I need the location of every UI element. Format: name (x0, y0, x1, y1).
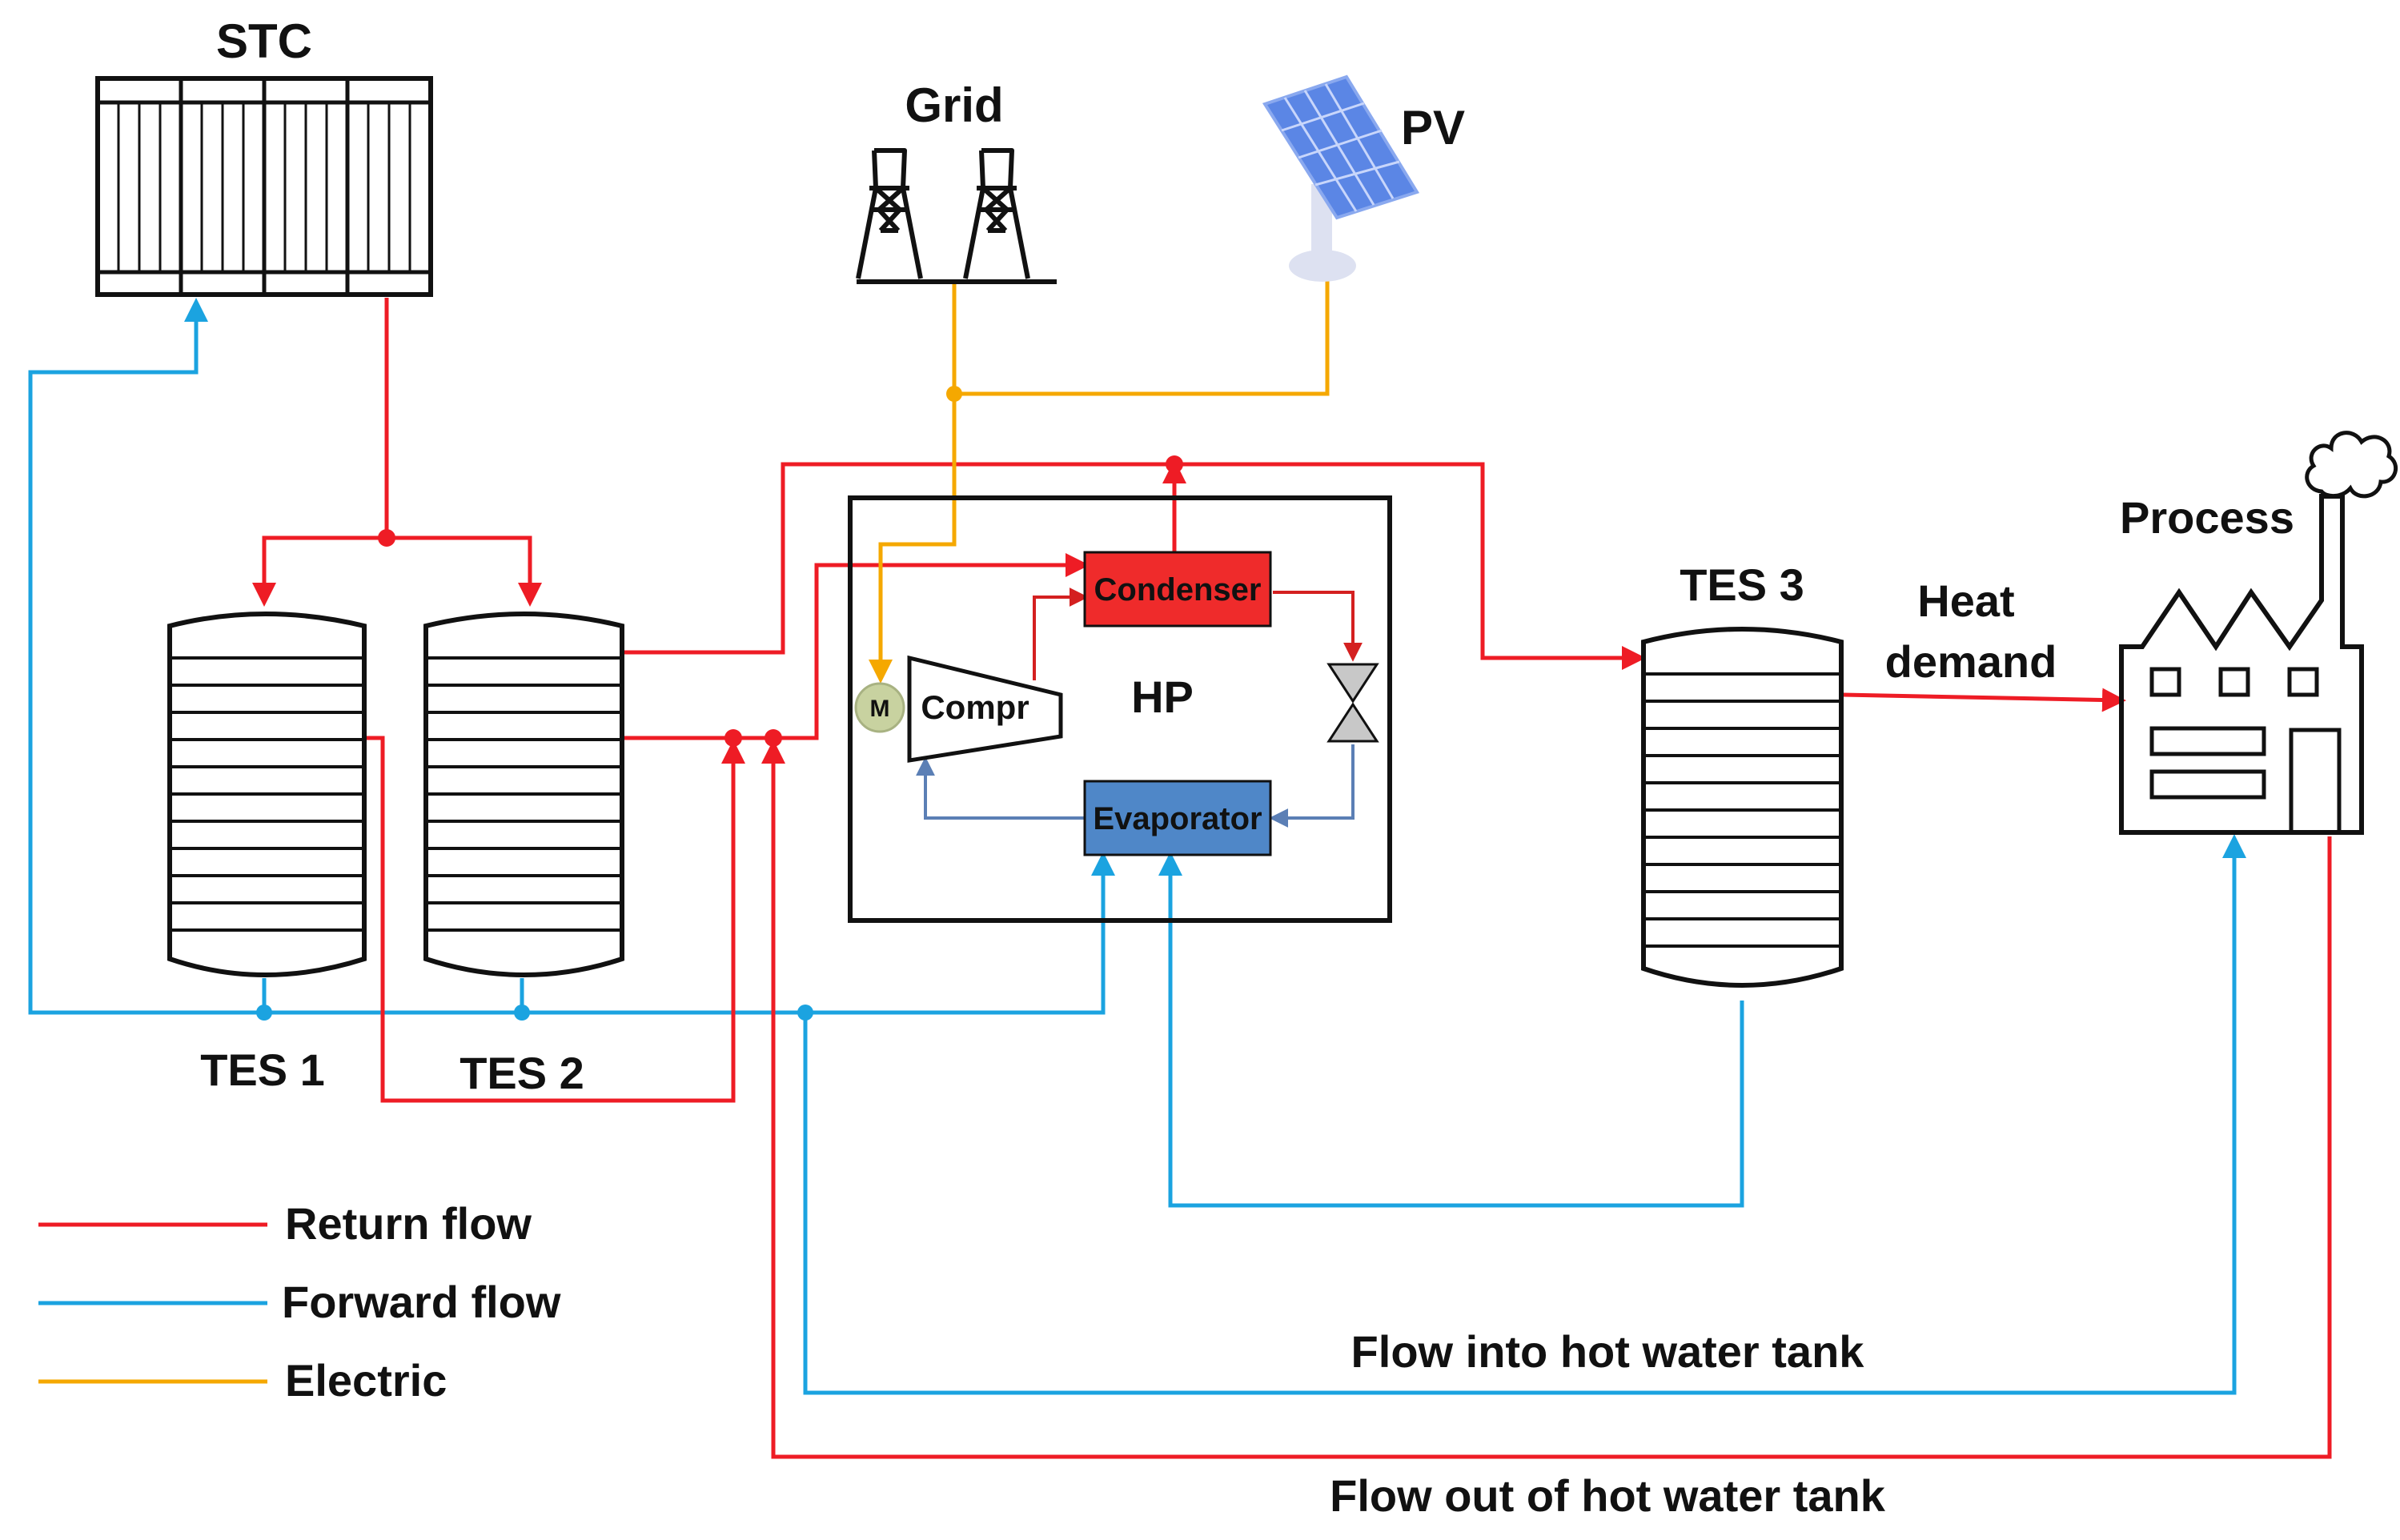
tes3-layers (1643, 672, 1841, 948)
tes2-tank: TES 2 (423, 612, 624, 1098)
legend-item-electric: Electric (38, 1355, 447, 1406)
return-line-from-process (761, 740, 2332, 1459)
electric-line-to-motor (869, 394, 957, 684)
return-line-to-condenser (622, 553, 1090, 740)
hp-label: HP (1131, 672, 1194, 722)
condenser-box (1083, 551, 1272, 628)
legend-item-return: Return flow (38, 1198, 532, 1249)
factory-icon (2119, 494, 2364, 835)
compressor-label: Compr (921, 688, 1029, 726)
refrigerant-condenser-to-valve (1273, 591, 1363, 662)
condenser-label: Condenser (1094, 572, 1262, 608)
expansion-valve-icon (1326, 663, 1379, 743)
stc-label: STC (216, 14, 312, 68)
return-line-to-tes1 (252, 535, 387, 607)
flow-out-label: Flow out of hot water tank (1330, 1470, 1886, 1521)
heat-demand-line1: Heat (1917, 575, 2014, 626)
junction-stc (378, 529, 395, 547)
pv-source: PV (1262, 74, 1465, 282)
heat-demand-annotation: Heat demand (1885, 575, 2057, 687)
motor-label: M (870, 696, 890, 722)
solar-thermal-collector-icon (95, 76, 433, 297)
junction-tes1-forward (256, 1005, 272, 1021)
legend-item-forward: Forward flow (38, 1277, 561, 1327)
tes2-layers (426, 656, 622, 932)
forward-flow-lines (28, 298, 2246, 1395)
junction-process-return (765, 729, 782, 747)
junction-electric (946, 386, 962, 402)
refrigerant-compressor-to-condenser (1033, 588, 1089, 680)
compressor-shape (907, 655, 1063, 763)
process-plant: Process (2119, 431, 2398, 835)
smoke-cloud-icon (2305, 431, 2398, 499)
return-flow-lines (252, 298, 2332, 1459)
transmission-tower-icon (856, 148, 1057, 284)
forward-line-into-process (803, 834, 2246, 1395)
return-line-tes2-upper (622, 462, 1174, 655)
heat-pump-boundary (848, 495, 1392, 923)
flow-into-label: Flow into hot water tank (1351, 1326, 1865, 1377)
electric-line-pv (954, 276, 1330, 396)
process-label: Process (2120, 492, 2294, 543)
legend-label-forward: Forward flow (282, 1277, 561, 1327)
refrigerant-evaporator-to-compressor (916, 756, 1085, 820)
tes3-tank: TES 3 (1641, 559, 1844, 988)
legend-label-return: Return flow (285, 1198, 532, 1249)
refrigerant-valve-to-evaporator (1269, 744, 1355, 828)
tes1-layers (170, 656, 364, 932)
grid-source: Grid (856, 78, 1057, 284)
junction-tes1-return (724, 729, 742, 747)
forward-line-tes3-to-evaporator (1158, 852, 1744, 1208)
solar-panel-icon (1262, 74, 1420, 282)
legend-label-electric: Electric (285, 1355, 447, 1406)
stc-collector: STC (95, 14, 433, 297)
heat-demand-line2: demand (1885, 636, 2057, 687)
pv-label: PV (1401, 101, 1465, 154)
forward-line-tes-to-evaporator (196, 852, 1115, 1015)
return-line-heat-demand (1842, 688, 2126, 712)
junction-tes2-forward (514, 1005, 530, 1021)
evaporator-label: Evaporator (1093, 801, 1262, 836)
return-line-to-tes3 (1174, 462, 1646, 670)
tes1-label: TES 1 (200, 1045, 325, 1095)
junction-process-forward (797, 1005, 813, 1021)
tes1-tank: TES 1 (167, 612, 367, 1095)
heat-pump-unit: HP Condenser Evaporator Compr M (848, 495, 1392, 923)
junction-condenser-out (1166, 455, 1183, 473)
grid-label: Grid (905, 78, 1003, 132)
electric-lines (869, 276, 1330, 684)
tes3-label: TES 3 (1680, 559, 1804, 610)
return-line-tes1-loop (364, 736, 745, 1103)
tes2-label: TES 2 (460, 1048, 584, 1098)
return-line-to-tes2 (387, 535, 542, 607)
legend: Return flow Forward flow Electric (38, 1198, 561, 1406)
junction-dots (256, 386, 1183, 1021)
forward-line-stc (28, 298, 208, 1015)
motor-icon: M (854, 682, 905, 733)
evaporator-box (1083, 780, 1272, 856)
